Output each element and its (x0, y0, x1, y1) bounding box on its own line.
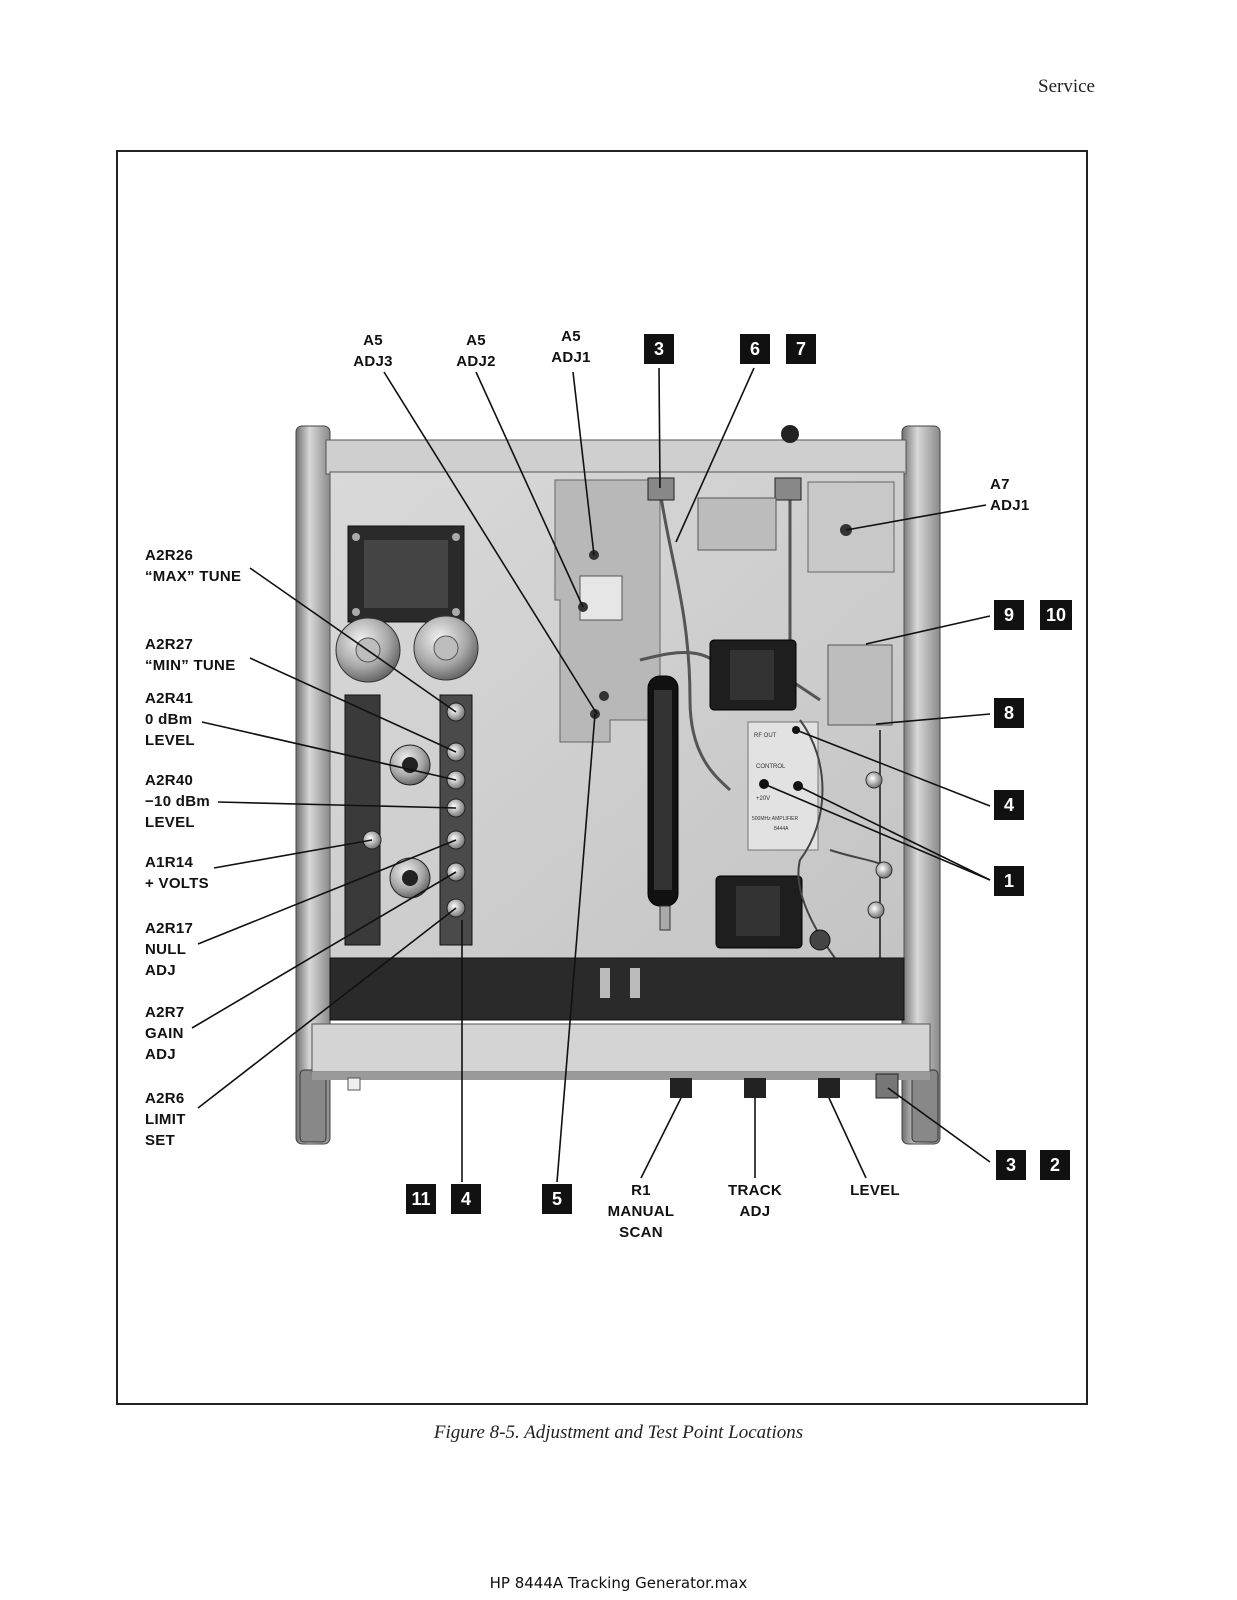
rf-output-connector (875, 1073, 899, 1099)
section-header: Service (1038, 76, 1095, 97)
badge-top-3: 3 (644, 334, 674, 364)
filter-box (697, 497, 777, 551)
right-rail (901, 425, 941, 1145)
page-footer: HP 8444A Tracking Generator.max (489, 1574, 748, 1592)
transformer (347, 525, 465, 623)
label-a5-adj1: A5 ADJ1 (551, 328, 591, 366)
badge-right-1: 1 (994, 866, 1024, 896)
level-knob (818, 1078, 840, 1098)
plus20v-marking: +20V (756, 796, 770, 802)
front-panel-lip (312, 1072, 930, 1080)
leader-lines (191, 367, 991, 1183)
label-a5-adj2: A5 ADJ2 (456, 332, 496, 370)
badge-right-9: 9 (994, 600, 1024, 630)
amplifier-board: RF OUT CONTROL +20V 500MHz AMPLIFIER 844… (747, 721, 819, 851)
figure-frame (116, 150, 1088, 1405)
isolator-lower (715, 875, 803, 949)
manual-scan-knob (670, 1078, 692, 1098)
badge-right-3: 3 (996, 1150, 1026, 1180)
badge-bottom-4: 4 (451, 1184, 481, 1214)
label-a2r7: A2R7 GAIN ADJ (145, 1004, 185, 1063)
control-marking: CONTROL (756, 764, 786, 770)
badge-bottom-11: 11 (406, 1184, 436, 1214)
module-box (827, 644, 893, 726)
amp-marking: 500MHz AMPLIFIER (752, 816, 799, 822)
connector-top (647, 477, 675, 501)
badge-top-7: 7 (786, 334, 816, 364)
label-track-adj: TRACK ADJ (728, 1182, 782, 1220)
model-marking: 8444A (774, 826, 789, 832)
terminal-1 (875, 861, 893, 879)
badge-right-10: 10 (1040, 600, 1072, 630)
label-a5-adj3: A5 ADJ3 (353, 332, 393, 370)
badge-right-8: 8 (994, 698, 1024, 728)
terminal-3 (865, 771, 883, 789)
front-subpanel (329, 957, 905, 1021)
rear-panel (325, 439, 907, 475)
label-a2r17: A2R17 NULL ADJ (145, 920, 194, 979)
label-a2r26: A2R26 “MAX” TUNE (145, 547, 242, 585)
isolator-upper (709, 639, 797, 711)
badge-bottom-5: 5 (542, 1184, 572, 1214)
label-a2r6: A2R6 LIMIT SET (145, 1090, 186, 1149)
front-panel (311, 1023, 931, 1073)
front-foot-marker (347, 1077, 361, 1091)
label-a2r40: A2R40 −10 dBm LEVEL (145, 772, 211, 831)
rf-out-marking: RF OUT (754, 733, 777, 739)
track-adj-knob (744, 1078, 766, 1098)
badge-right-4: 4 (994, 790, 1024, 820)
delay-line-rod (647, 675, 679, 931)
badge-right-2: 2 (1040, 1150, 1070, 1180)
a5-board (554, 479, 661, 743)
figure-caption: Figure 8-5. Adjustment and Test Point Lo… (433, 1422, 804, 1443)
connector-top-2 (774, 477, 802, 501)
terminal-2 (867, 901, 885, 919)
label-a2r27: A2R27 “MIN” TUNE (145, 636, 236, 674)
label-a1r14: A1R14 + VOLTS (145, 854, 209, 892)
switch-2 (630, 968, 640, 998)
label-a7-adj1: A7 ADJ1 (990, 476, 1030, 514)
badge-top-6: 6 (740, 334, 770, 364)
label-level: LEVEL (850, 1182, 900, 1199)
grommet (809, 929, 831, 951)
rear-knob (781, 425, 799, 443)
switch-1 (600, 968, 610, 998)
label-r1-manual-scan: R1 MANUAL SCAN (607, 1182, 675, 1241)
label-a2r41: A2R41 0 dBm LEVEL (145, 690, 195, 749)
